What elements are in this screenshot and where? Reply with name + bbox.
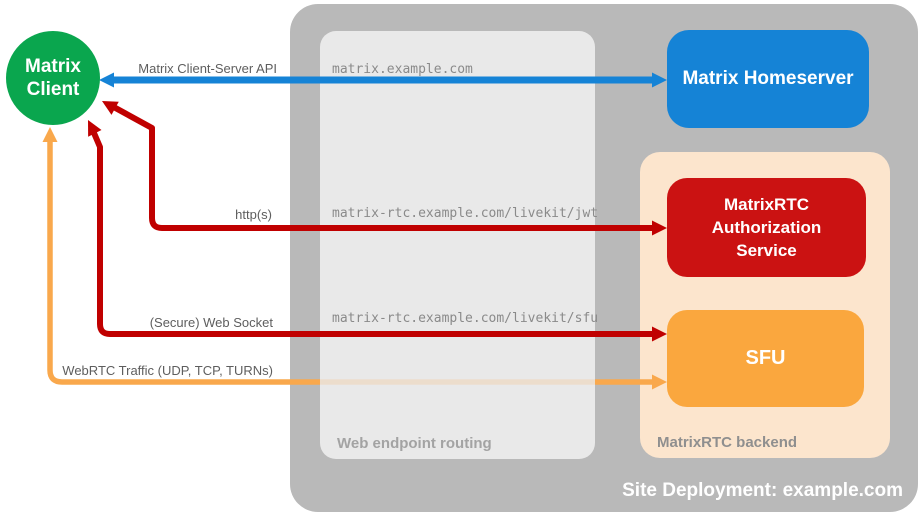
- matrix-client-label-line1: Matrix: [25, 56, 81, 77]
- webrtc-traffic-label: WebRTC Traffic (UDP, TCP, TURNs): [62, 363, 273, 378]
- matrixrtc-backend-label: MatrixRTC backend: [657, 434, 798, 451]
- endpoint-livekit-sfu: matrix-rtc.example.com/livekit/sfu: [332, 311, 599, 326]
- matrixrtc-auth-service-node: MatrixRTC Authorization Service: [667, 178, 866, 277]
- auth-label-line3: Service: [736, 241, 797, 260]
- auth-label-line1: MatrixRTC: [723, 195, 809, 214]
- endpoint-livekit-jwt: matrix-rtc.example.com/livekit/jwt: [332, 206, 599, 221]
- web-socket-label: (Secure) Web Socket: [149, 315, 273, 330]
- web-endpoint-routing-container: [320, 31, 595, 459]
- https-label: http(s): [235, 207, 272, 222]
- matrix-homeserver-node: Matrix Homeserver: [667, 30, 869, 128]
- client-server-api-label: Matrix Client-Server API: [138, 61, 277, 76]
- matrix-client-node: Matrix Client: [6, 31, 100, 125]
- client-server-api-arrow: [99, 72, 667, 88]
- https-arrow: [102, 101, 667, 236]
- matrix-homeserver-label: Matrix Homeserver: [682, 68, 854, 89]
- endpoint-matrix-domain: matrix.example.com: [332, 62, 473, 77]
- sfu-label: SFU: [745, 347, 786, 369]
- auth-label-line2: Authorization: [711, 218, 822, 237]
- matrix-client-label-line2: Client: [26, 79, 80, 100]
- sfu-node: SFU: [667, 310, 864, 407]
- web-socket-arrow: [88, 120, 667, 342]
- web-endpoint-routing-label: Web endpoint routing: [337, 435, 492, 452]
- webrtc-traffic-arrow: [42, 127, 667, 390]
- site-deployment-label: Site Deployment: example.com: [622, 480, 903, 501]
